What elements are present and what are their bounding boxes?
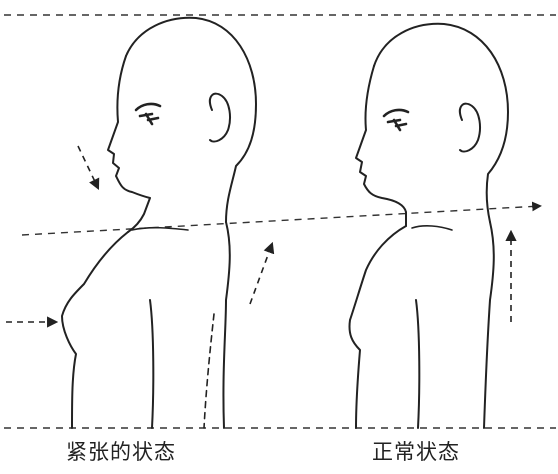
normal-ear — [460, 104, 480, 152]
shoulder-guide-line — [22, 206, 540, 235]
caption-normal: 正常状态 — [372, 438, 460, 466]
normal-head-outline — [374, 24, 508, 222]
chin-down-arrow — [78, 146, 98, 188]
back-up-arrow — [250, 244, 272, 304]
normal-face-profile — [356, 66, 406, 226]
normal-shoulder-line — [412, 226, 452, 230]
normal-torso — [349, 222, 493, 428]
normal-eye — [384, 110, 408, 130]
tense-eye — [136, 104, 160, 124]
tense-ear — [210, 94, 230, 142]
tense-head-outline — [126, 18, 256, 222]
normal-figure — [349, 24, 508, 428]
tense-normal-back-dashed — [204, 314, 214, 428]
tense-arrows — [6, 146, 272, 322]
tense-torso — [62, 222, 230, 428]
guide-lines — [4, 15, 556, 428]
caption-tense: 紧张的状态 — [66, 438, 176, 466]
tense-shoulder-line — [132, 228, 188, 230]
tense-figure — [62, 18, 256, 428]
tense-face-profile — [108, 56, 150, 232]
